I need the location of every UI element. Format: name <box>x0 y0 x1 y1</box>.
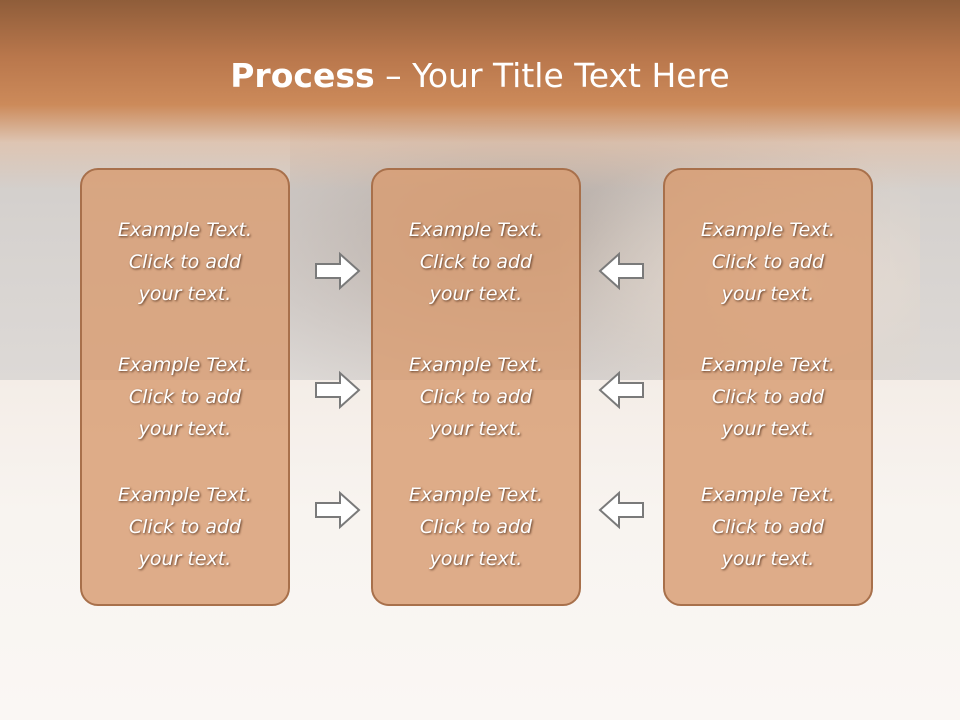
title-bold-text: Process <box>230 56 375 95</box>
box-text[interactable]: Example Text. Click to add your text. <box>700 219 836 305</box>
process-box-right[interactable]: Example Text. Click to add your text. Ex… <box>663 168 873 606</box>
box-text[interactable]: Example Text. Click to add your text. <box>117 484 253 570</box>
box-text[interactable]: Example Text. Click to add your text. <box>117 219 253 305</box>
box-text[interactable]: Example Text. Click to add your text. <box>408 354 544 440</box>
title-rest-text: – Your Title Text Here <box>374 56 730 95</box>
process-box-center[interactable]: Example Text. Click to add your text. Ex… <box>371 168 581 606</box>
right-arrow-icon[interactable] <box>314 490 362 530</box>
title-band <box>0 0 960 190</box>
box-text[interactable]: Example Text. Click to add your text. <box>408 484 544 570</box>
box-text[interactable]: Example Text. Click to add your text. <box>700 354 836 440</box>
slide-title[interactable]: Process – Your Title Text Here <box>0 52 960 100</box>
right-arrow-icon[interactable] <box>314 251 362 291</box>
left-arrow-icon[interactable] <box>597 251 645 291</box>
process-box-left[interactable]: Example Text. Click to add your text. Ex… <box>80 168 290 606</box>
right-arrow-icon[interactable] <box>314 370 362 410</box>
box-text[interactable]: Example Text. Click to add your text. <box>117 354 253 440</box>
box-text[interactable]: Example Text. Click to add your text. <box>408 219 544 305</box>
left-arrow-icon[interactable] <box>597 370 645 410</box>
left-arrow-icon[interactable] <box>597 490 645 530</box>
box-text[interactable]: Example Text. Click to add your text. <box>700 484 836 570</box>
